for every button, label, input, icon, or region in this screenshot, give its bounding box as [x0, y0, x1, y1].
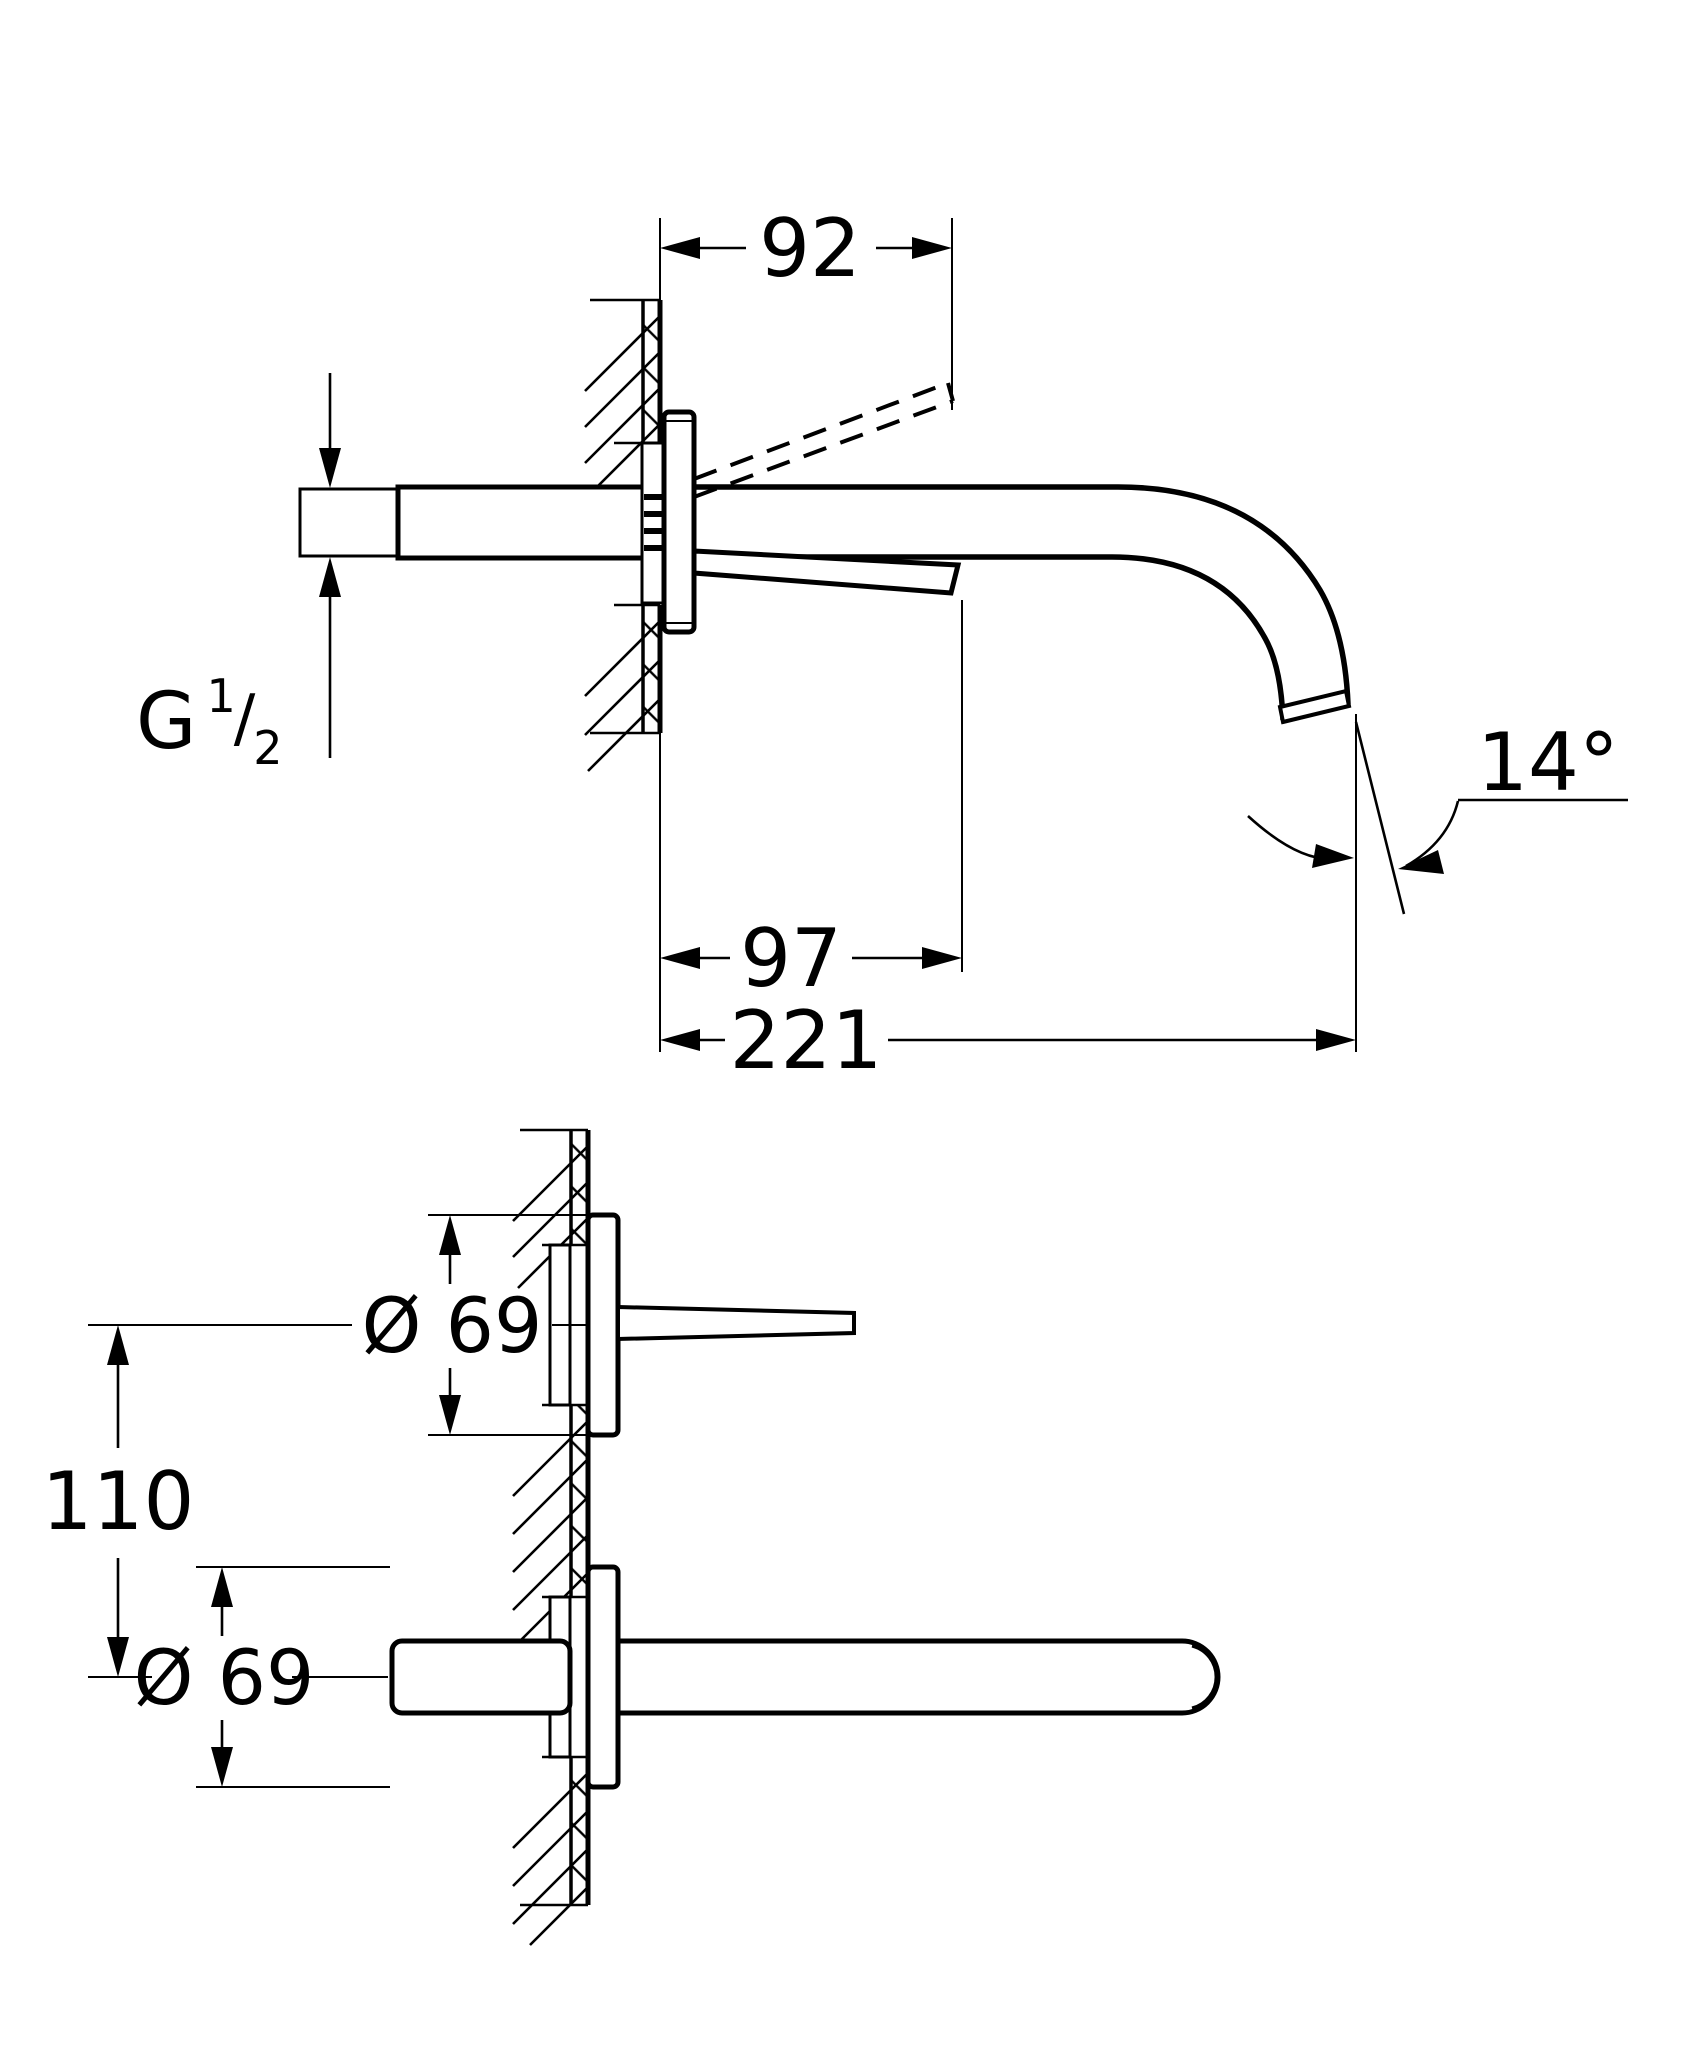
arrowhead — [1398, 850, 1444, 874]
g12-denominator: 2 — [253, 721, 282, 775]
dimension-dia69-spout: Ø 69 — [134, 1566, 390, 1788]
angle-annotation-14deg: 14° — [1247, 716, 1628, 915]
dimension-dia69-handle: Ø 69 — [362, 1214, 586, 1436]
angle-arc-right — [1405, 800, 1460, 868]
dim-97-label: 97 — [740, 912, 842, 1005]
arrowhead — [319, 448, 341, 488]
arrowhead — [107, 1637, 129, 1677]
arrowhead — [1312, 844, 1354, 868]
arrowhead — [439, 1215, 461, 1255]
arrowhead — [1316, 1029, 1356, 1051]
dim-221-label: 221 — [730, 994, 883, 1087]
spout — [694, 484, 1352, 725]
concealed-body — [389, 1638, 573, 1716]
extension-lines — [196, 1566, 390, 1788]
g12-numerator: 1 — [206, 669, 235, 723]
plan-view: Ø 69 110 Ø 69 — [42, 1128, 1221, 1946]
arrowhead — [660, 1029, 700, 1051]
dim-92-label: 92 — [759, 202, 861, 295]
spout-tube — [615, 1638, 1221, 1716]
arrowhead — [439, 1395, 461, 1435]
angle-reference-slant-line — [1354, 721, 1406, 915]
dimension-92: 92 — [660, 202, 952, 295]
angle-14-label: 14° — [1477, 716, 1619, 809]
extension-lines — [428, 1214, 586, 1436]
g12-slash: / — [234, 682, 256, 756]
supply-nipple-g12 — [298, 487, 400, 558]
spout-escutcheon — [585, 1564, 621, 1790]
dimension-97: 97 — [660, 912, 962, 1005]
wall-hatching — [642, 300, 660, 443]
spout-unit — [389, 1564, 1221, 1790]
handle-closed — [691, 548, 962, 596]
wall-hatching-strokes — [584, 315, 661, 772]
wall-section — [584, 298, 663, 772]
supply-pipe — [395, 484, 647, 561]
arrowhead — [211, 1747, 233, 1787]
wall-hatching — [570, 1757, 588, 1905]
wall-edge-caps — [590, 298, 660, 735]
arrowhead — [660, 947, 700, 969]
arrowhead — [211, 1567, 233, 1607]
arrowhead — [912, 237, 952, 259]
spout-outer-line — [694, 484, 1351, 705]
dim-110-label: 110 — [42, 1455, 195, 1548]
dia69-spout-label: Ø 69 — [134, 1633, 315, 1722]
spout-tube-end-curve — [1191, 1644, 1218, 1710]
dimension-221: 221 — [660, 994, 1356, 1087]
dia69-handle-label: Ø 69 — [362, 1281, 543, 1370]
arrowhead — [660, 237, 700, 259]
thread-ticks — [644, 494, 662, 551]
handle-lever — [616, 1304, 856, 1342]
escutcheon-side — [661, 409, 697, 635]
in-wall-body — [640, 441, 666, 605]
handle-escutcheon — [585, 1212, 621, 1438]
arrowhead — [922, 947, 962, 969]
spout-outlet-face — [1277, 688, 1352, 725]
handle-unit — [548, 1212, 856, 1438]
arrowhead — [107, 1325, 129, 1365]
dimension-110: 110 — [42, 1325, 195, 1677]
spout-inner-line — [694, 554, 1286, 721]
g12-g: G — [136, 677, 196, 767]
escutcheon-chamfer-lines — [666, 420, 692, 624]
arrowhead — [319, 557, 341, 597]
